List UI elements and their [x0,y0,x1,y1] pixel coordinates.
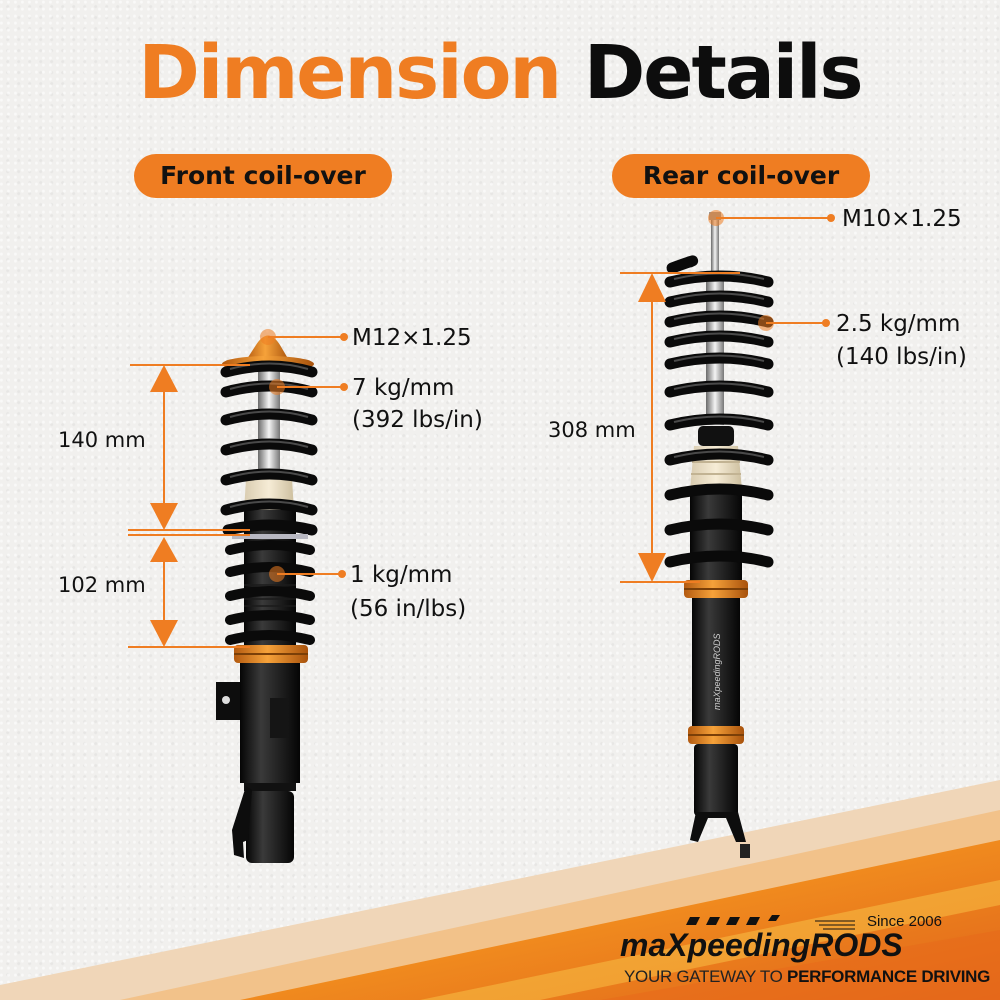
logo-since: Since 2006 [866,913,942,930]
title-part-1: Dimension [138,30,562,116]
rear-spring-length: 308 mm [548,418,636,442]
front-upper-length: 140 mm [58,428,146,452]
title-part-2: Details [583,30,864,116]
logo-tagline: YOUR GATEWAY TO PERFORMANCE DRIVING [624,967,990,987]
front-upper-spring-rate-imperial: (392 lbs/in) [352,407,483,433]
speed-lines-icon [815,920,855,930]
front-lower-spring-rate-imperial: (56 in/lbs) [350,596,467,622]
rear-spring-rate-imperial: (140 lbs/in) [836,344,967,370]
page-title: Dimension Details [0,28,1000,118]
rear-coilover-heading: Rear coil-over [612,154,870,198]
front-lower-spring-rate: 1 kg/mm [350,562,453,588]
logo-brand: maXpeedingRODS [620,927,903,963]
tagline-bold: PERFORMANCE DRIVING [787,967,991,986]
front-coilover-heading: Front coil-over [134,154,392,198]
front-lower-length: 102 mm [58,573,146,597]
checkered-flag-icon [686,915,780,925]
rear-thread-spec: M10×1.25 [842,206,962,232]
front-thread-spec: M12×1.25 [352,325,472,351]
front-upper-spring-rate: 7 kg/mm [352,375,455,401]
rear-spring-rate: 2.5 kg/mm [836,311,961,337]
rear-body-brand-print: maXpeedingRODS [712,633,722,710]
tagline-light: YOUR GATEWAY TO [624,967,788,986]
